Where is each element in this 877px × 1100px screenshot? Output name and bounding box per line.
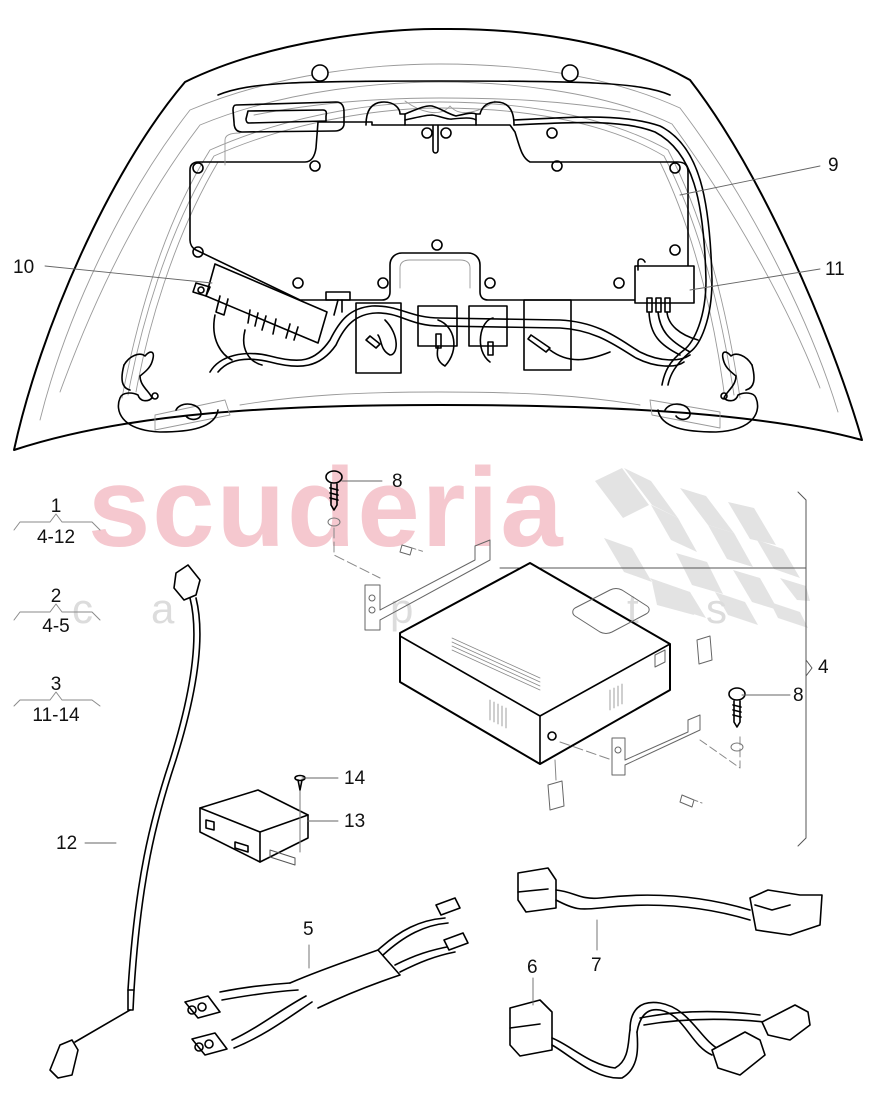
callout-14[interactable]: 14 xyxy=(344,768,366,789)
group-braces xyxy=(13,513,101,707)
y-harness-5 xyxy=(184,897,469,1056)
callout-9[interactable]: 9 xyxy=(828,155,839,176)
group-1-number[interactable]: 1 xyxy=(50,496,62,517)
callout-7[interactable]: 7 xyxy=(591,955,602,976)
group-1-range: 4-12 xyxy=(36,527,76,548)
module-13 xyxy=(199,774,309,866)
callout-5[interactable]: 5 xyxy=(303,919,314,940)
harness-7 xyxy=(517,867,823,936)
screw-8-lower xyxy=(547,635,746,811)
group-2-range: 4-5 xyxy=(42,616,70,637)
trunk-lid xyxy=(13,27,863,451)
group-3-range: 11-14 xyxy=(32,705,80,726)
callout-12[interactable]: 12 xyxy=(56,833,78,854)
group-2-number[interactable]: 2 xyxy=(50,586,62,607)
harness-6 xyxy=(509,999,811,1079)
screw-8-upper xyxy=(325,470,491,631)
assembly-4-bracket xyxy=(499,491,813,847)
callout-13[interactable]: 13 xyxy=(344,811,366,832)
callout-8-upper[interactable]: 8 xyxy=(392,471,403,492)
callout-6[interactable]: 6 xyxy=(527,957,538,978)
receiver-unit xyxy=(399,562,671,765)
group-3-number[interactable]: 3 xyxy=(50,674,62,695)
callout-11[interactable]: 11 xyxy=(825,259,845,280)
leader-lines xyxy=(44,165,821,1006)
callout-10[interactable]: 10 xyxy=(13,257,35,278)
callout-8-lower[interactable]: 8 xyxy=(793,685,804,706)
antenna-cable-12 xyxy=(49,564,201,1079)
callout-4[interactable]: 4 xyxy=(818,657,829,678)
